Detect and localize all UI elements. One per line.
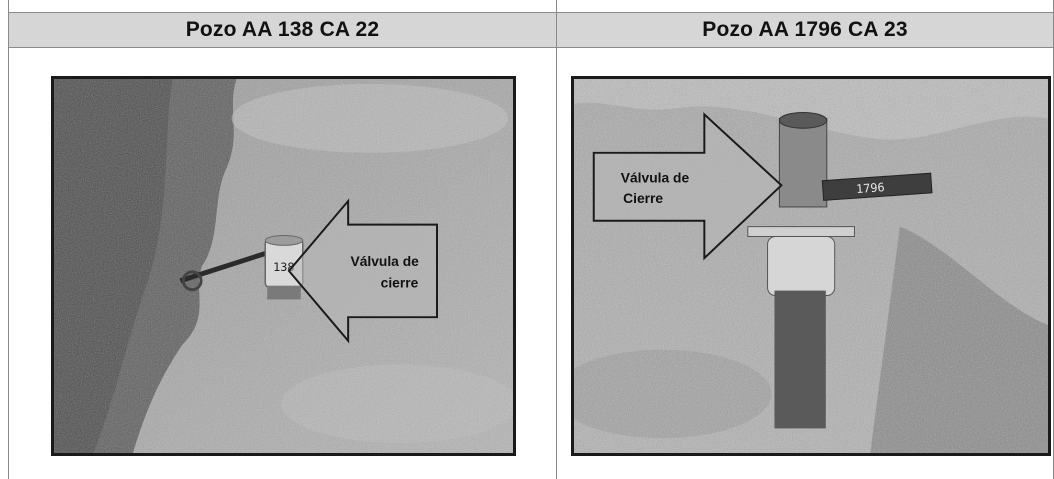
callout-left-line2: cierre	[381, 276, 419, 291]
valve-tag-right: 1796	[856, 180, 885, 196]
well-photo-left: 138 Válvula de cierre	[51, 76, 516, 456]
callout-right-line1: Válvula de	[621, 170, 690, 185]
panel-right: Pozo AA 1796 CA 23	[556, 0, 1054, 479]
well-photo-left-image: 138 Válvula de cierre	[54, 79, 513, 453]
well-photo-right: 1796 Válvula de Cierre	[571, 76, 1051, 456]
callout-left-line1: Válvula de	[351, 254, 420, 269]
callout-right-line2: Cierre	[623, 191, 663, 206]
well-photo-right-image: 1796 Válvula de Cierre	[574, 79, 1048, 453]
panel-left: Pozo AA 138 CA 22	[8, 0, 556, 479]
panel-left-header: Pozo AA 138 CA 22	[9, 12, 556, 48]
panel-right-header: Pozo AA 1796 CA 23	[557, 12, 1053, 48]
